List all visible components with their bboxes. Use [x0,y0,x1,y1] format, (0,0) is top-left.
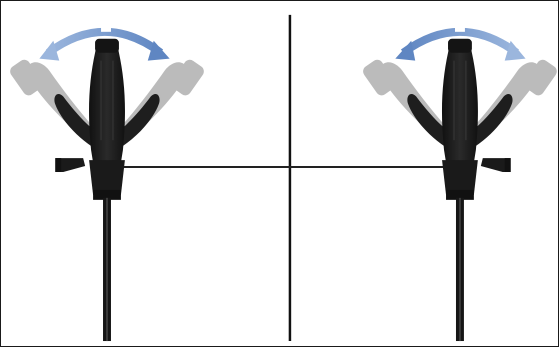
right-clamp [481,158,511,172]
left-clamp [55,158,85,172]
right-panel [361,29,558,341]
left-panel [8,29,206,341]
left-controller [8,39,206,341]
right-controller [361,39,558,341]
